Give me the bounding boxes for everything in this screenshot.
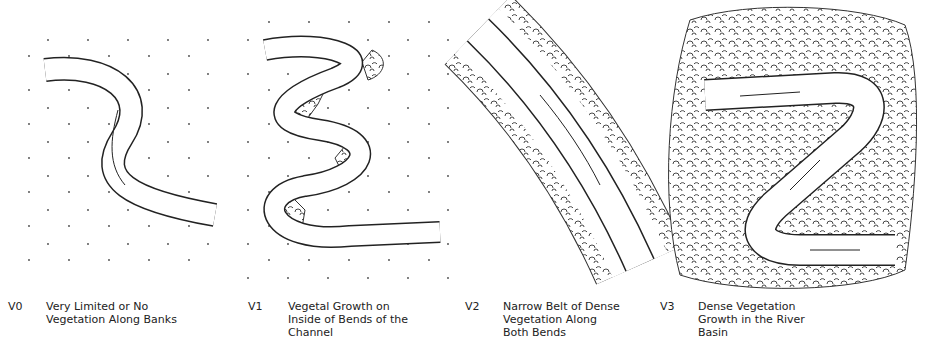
variant-code: V3 [660, 300, 692, 313]
flow-line [112, 110, 125, 185]
panel-v1 [240, 20, 450, 280]
panel-v0 [25, 25, 225, 275]
clear-bank [478, 30, 640, 265]
river-bank [265, 47, 440, 238]
variant-code: V2 [465, 300, 497, 313]
vegetation-patch [362, 50, 383, 80]
variant-description: Vegetal Growth on Inside of Bends of the… [288, 300, 416, 339]
flow-line [540, 95, 600, 185]
variant-description: Very Limited or No Vegetation Along Bank… [46, 300, 178, 326]
river-channel [705, 88, 895, 250]
dense-vegetation-basin [669, 7, 917, 288]
river-channel [45, 69, 215, 215]
river-bank [478, 30, 640, 265]
river-channel [265, 47, 440, 238]
variant-description: Dense Vegetation Growth in the River Bas… [698, 300, 810, 339]
river-bank [45, 69, 215, 215]
river-bank [705, 88, 895, 250]
panel-v2 [478, 30, 640, 265]
variant-code: V0 [8, 300, 40, 313]
sparse-ground [25, 25, 225, 275]
variant-description: Narrow Belt of Dense Vegetation Along Bo… [503, 300, 621, 339]
river-channel [478, 30, 640, 265]
flow-line [740, 92, 860, 250]
vegetation-belt [478, 30, 640, 265]
vegetation-belt-edge [478, 30, 640, 265]
sparse-ground [240, 20, 450, 280]
panel-v3 [669, 7, 917, 288]
variant-code: V1 [248, 300, 280, 313]
